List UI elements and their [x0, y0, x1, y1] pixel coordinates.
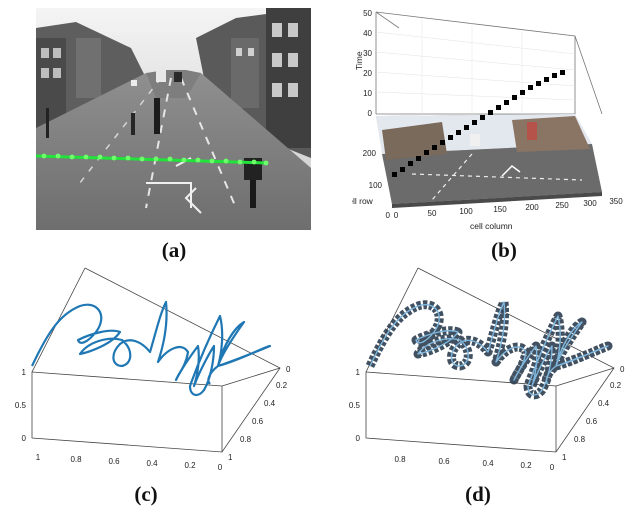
side-tick: 1	[562, 453, 567, 462]
z-tick: 0	[368, 109, 373, 118]
front-tick: 0.6	[108, 457, 120, 466]
col-tick: 350	[609, 197, 623, 206]
z-tick: 30	[363, 49, 372, 58]
front-tick: 0	[218, 463, 223, 472]
col-tick: 50	[428, 209, 437, 218]
spacetime-plot: 50 40 30 20 10 0 Time 200 100 0 cell row…	[344, 9, 623, 231]
row-axis-label: cell row	[352, 196, 374, 206]
col-axis-label: cell column	[470, 221, 513, 231]
front-tick: 0.6	[438, 457, 450, 466]
front-tick: 0.2	[184, 461, 196, 470]
z-tick: 1	[356, 368, 361, 377]
side-tick: 0.6	[586, 417, 598, 426]
panel-c: 1 0.5 0 1 0.8 0.6 0.4 0.2 0 0 0.2 0.4 0.…	[0, 262, 310, 477]
z-tick: 10	[363, 89, 372, 98]
side-tick: 0.4	[264, 399, 276, 408]
z-tick: 0	[22, 434, 27, 443]
side-tick: 1	[228, 453, 233, 462]
z-tick: 50	[363, 9, 372, 18]
row-tick: 0	[386, 211, 391, 220]
row-tick: 100	[369, 181, 383, 190]
front-tick: 0.4	[146, 459, 158, 468]
col-tick: 150	[493, 205, 507, 214]
z-axis-label: Time	[354, 51, 364, 70]
handwriting-plot: 1 0.5 0 1 0.8 0.6 0.4 0.2 0 0 0.2 0.4 0.…	[15, 267, 291, 472]
voxel-trace	[365, 297, 613, 400]
front-tick: 0	[550, 463, 555, 472]
traffic-photo	[35, 8, 311, 230]
col-tick: 250	[555, 201, 569, 210]
col-tick: 300	[583, 199, 597, 208]
z-tick: 0.5	[15, 401, 27, 410]
z-tick: 0	[356, 434, 361, 443]
handwriting-curve	[31, 300, 272, 396]
front-tick: 0.8	[394, 455, 406, 464]
z-tick: 1	[22, 368, 27, 377]
side-tick: 0	[620, 365, 625, 374]
caption-a: (a)	[161, 238, 187, 262]
panel-a	[35, 8, 311, 230]
front-tick: 1	[36, 453, 41, 462]
detection-line	[35, 153, 269, 166]
trajectory-voxels	[392, 70, 565, 177]
front-tick: 0.2	[520, 461, 532, 470]
caption-d: (d)	[465, 482, 491, 506]
side-tick: 0.4	[598, 399, 610, 408]
z-tick: 40	[363, 29, 372, 38]
side-tick: 0.2	[276, 381, 288, 390]
panel-d: 1 0.5 0 0.8 0.6 0.4 0.2 0 0 0.2 0.4 0.6 …	[330, 262, 644, 477]
voxel-plot: 1 0.5 0 0.8 0.6 0.4 0.2 0 0 0.2 0.4 0.6 …	[349, 267, 625, 472]
side-tick: 0.8	[240, 435, 252, 444]
row-tick: 200	[363, 149, 377, 158]
side-tick: 0.8	[574, 435, 586, 444]
front-tick: 0.4	[482, 459, 494, 468]
col-tick: 0	[394, 211, 399, 220]
z-tick: 0.5	[349, 401, 361, 410]
front-tick: 0.8	[70, 455, 82, 464]
z-tick: 20	[363, 69, 372, 78]
caption-c: (c)	[134, 482, 158, 506]
caption-b: (b)	[491, 238, 517, 262]
side-tick: 0.2	[610, 381, 622, 390]
panel-b: 50 40 30 20 10 0 Time 200 100 0 cell row…	[344, 4, 644, 239]
col-tick: 100	[459, 207, 473, 216]
side-tick: 0.6	[252, 417, 264, 426]
side-tick: 0	[286, 365, 291, 374]
col-tick: 200	[525, 203, 539, 212]
